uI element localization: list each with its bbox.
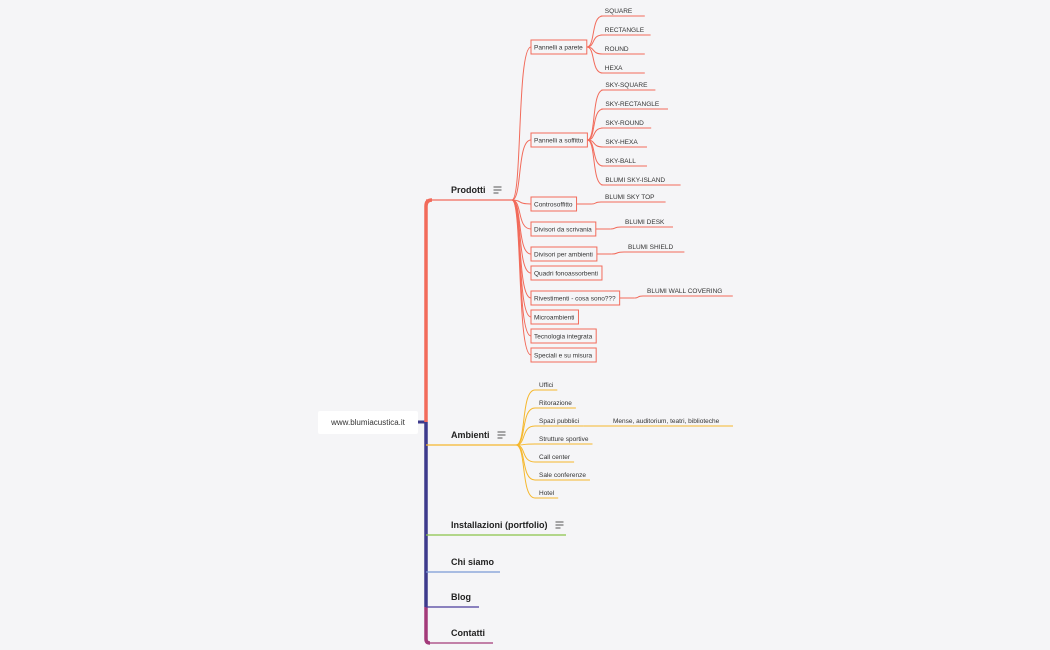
node-box-microambienti [530,309,579,325]
connector-line [611,251,625,255]
node-speciali-e-su-misura[interactable]: Speciali e su misura [534,353,593,360]
connector-line [515,444,536,481]
leaf-sky-ball[interactable]: SKY-BALL [605,158,636,165]
node-microambienti[interactable]: Microambienti [534,315,574,322]
trunk-contatti [424,607,431,645]
notes-icon[interactable] [497,431,506,439]
node-divisori-da-scrivania[interactable]: Divisori da scrivania [534,227,592,234]
node-box-quadri-fonoassorbenti [530,265,603,281]
connector-line [511,139,532,201]
leaf-blumi-shield[interactable]: BLUMI SHIELD [628,244,673,251]
connector-line [511,46,532,201]
trunk-prodotti [424,198,433,422]
connector-line [587,127,604,141]
node-pannelli-a-parete[interactable]: Pannelli a parete [534,45,583,52]
leaf-rectangle[interactable]: RECTANGLE [605,27,645,34]
branch-ambienti[interactable]: Ambienti [451,430,490,440]
node-uffici[interactable]: Uffici [539,382,553,389]
branch-contatti[interactable]: Contatti [451,628,485,638]
leaf-sky-hexa[interactable]: SKY-HEXA [605,139,638,146]
connector-line [515,425,536,446]
leaf-round[interactable]: ROUND [605,46,629,53]
node-sale-conferenze[interactable]: Sale conferenze [539,472,586,479]
connector-line [515,389,536,446]
node-box-tecnologia-integrata [530,328,597,344]
branch-prodotti[interactable]: Prodotti [451,185,486,195]
connector-line [587,89,604,141]
leaf-blumi-wall-covering[interactable]: BLUMI WALL COVERING [647,288,722,295]
connector-line [515,444,536,499]
leaf-blumi-desk[interactable]: BLUMI DESK [625,219,665,226]
leaf-mense-auditorium-teatri-biblioteche[interactable]: Mense, auditorium, teatri, biblioteche [613,418,720,425]
leaf-square[interactable]: SQUARE [605,8,633,15]
connector-line [586,15,603,48]
node-strutture-sportive[interactable]: Strutture sportive [539,436,589,443]
connector-line [511,199,532,356]
node-controsoffitto[interactable]: Controsoffitto [534,202,573,209]
leaf-blumi-sky-top[interactable]: BLUMI SKY TOP [605,194,655,201]
branch-chi-siamo[interactable]: Chi siamo [451,557,495,567]
branch-installazioni[interactable]: Installazioni (portfolio) [451,520,548,530]
connector-line [610,226,622,230]
connector-line [587,139,604,167]
leaf-sky-round[interactable]: SKY-ROUND [605,120,644,127]
node-pannelli-a-soffitto[interactable]: Pannelli a soffitto [534,138,584,145]
leaf-blumi-sky-island[interactable]: BLUMI SKY-ISLAND [605,177,665,184]
node-quadri-fonoassorbenti[interactable]: Quadri fonoassorbenti [534,271,598,278]
connector-line [634,295,644,299]
leaf-sky-rectangle[interactable]: SKY-RECTANGLE [605,101,659,108]
connector-line [586,34,603,48]
connector-line [591,201,602,205]
node-tecnologia-integrata[interactable]: Tecnologia integrata [534,334,593,341]
connector-line [587,108,604,141]
connector-line [587,139,604,186]
branch-blog[interactable]: Blog [451,592,471,602]
leaf-hexa[interactable]: HEXA [605,65,623,72]
connector-line [586,46,603,74]
node-divisori-per-ambienti[interactable]: Divisori per ambienti [534,252,593,259]
node-ritorazione[interactable]: Ritorazione [539,400,572,407]
node-rivestimenti-cosa-sono[interactable]: Rivestimenti - cosa sono??? [534,296,616,303]
node-spazi-pubblici[interactable]: Spazi pubblici [539,418,579,425]
node-hotel[interactable]: Hotel [539,490,555,497]
notes-icon[interactable] [555,521,564,529]
node-call-center[interactable]: Call center [539,454,571,461]
leaf-sky-square[interactable]: SKY-SQUARE [605,82,648,89]
notes-icon[interactable] [493,186,502,194]
root-node[interactable] [318,411,418,434]
node-box-speciali-e-su-misura [530,347,597,363]
root-node-label: www.blumiacustica.it [331,418,405,427]
connector-line [515,407,536,446]
